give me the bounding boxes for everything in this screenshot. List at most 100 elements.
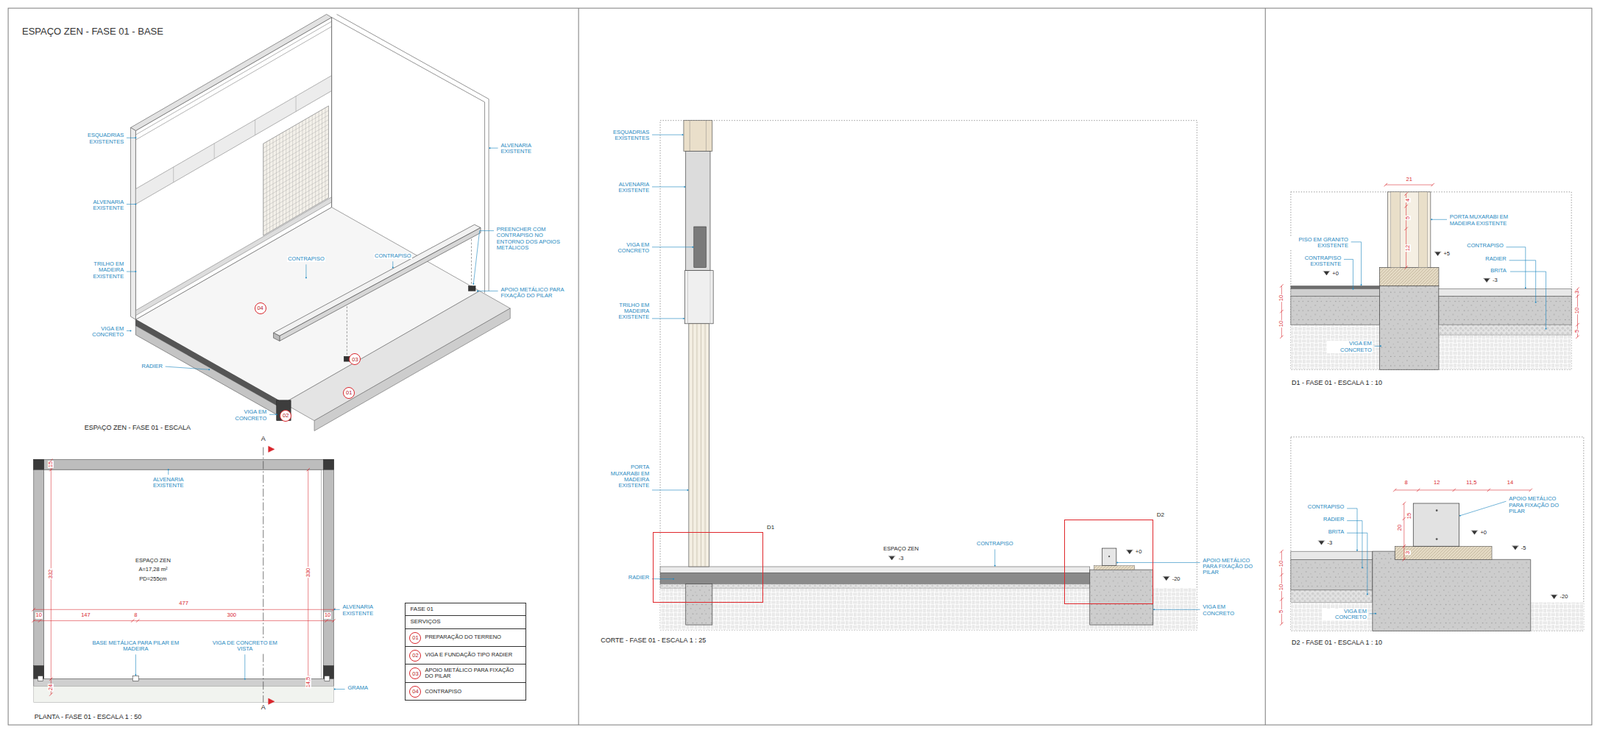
leader-line [392, 261, 394, 268]
section-arrow [268, 698, 275, 705]
leader-line [305, 264, 307, 278]
annotation-label: RADIER [140, 363, 163, 370]
ground-strip-face [314, 308, 511, 431]
annotation-label: VIGA DE CONCRETO EM VISTA [211, 640, 279, 653]
leader-dot [489, 147, 491, 149]
annotation-label: PISO EM GRANITO EXISTENTE [1285, 236, 1350, 250]
leader-line [652, 246, 693, 248]
callout-number: 03 [351, 356, 358, 363]
level-label: A=17,28 m² [137, 566, 168, 573]
bolt [1435, 537, 1439, 541]
leader-dot [305, 276, 307, 279]
dimension-tick [49, 468, 53, 472]
door-slat [700, 323, 702, 567]
dimension-tick [1279, 309, 1283, 313]
annotation-label: VIGA EM CONCRETO [78, 326, 125, 339]
gravel [660, 584, 1090, 589]
dimension-tick [324, 618, 328, 622]
leader-dot [134, 674, 137, 676]
gravel [1438, 324, 1572, 335]
radier-slab [1290, 559, 1373, 591]
level-mark-line [1511, 545, 1520, 547]
callout-number: 03 [412, 671, 419, 678]
dimension-tick [38, 618, 42, 622]
dimension-label: 10 [1574, 306, 1581, 315]
masonry-wall [685, 150, 711, 271]
annotation-label: PORTA MUXARABI EM MADEIRA EXISTENTE [1449, 214, 1514, 227]
leader-line [1369, 613, 1376, 614]
dimension-label: 5 [1278, 609, 1285, 614]
illustration [8, 8, 1592, 725]
level-mark-line [1434, 251, 1442, 253]
dimension-tick [1575, 323, 1579, 327]
leader-dot [167, 468, 170, 471]
lattice-line [263, 110, 329, 148]
sheet-frame [8, 8, 1592, 725]
leader-dot [682, 133, 684, 136]
dimension-tick [1402, 544, 1406, 548]
door-stile [1390, 192, 1400, 268]
annotation-label: VIGA EM CONCRETO [604, 242, 650, 255]
concrete-beam [1089, 569, 1154, 625]
dimension-tick [131, 618, 134, 622]
dimension-tick [1430, 183, 1434, 187]
level-mark-line [1482, 278, 1491, 279]
dimension-line [1394, 489, 1531, 491]
level-label: +0 [1479, 529, 1488, 536]
screed-infill [1394, 546, 1492, 560]
dimension-line [1385, 184, 1433, 186]
dimension-tick [331, 607, 335, 611]
dimension-tick [32, 618, 36, 622]
wall-plan [33, 459, 335, 470]
table-row: PREPARAÇÃO DO TERRENO01 [405, 628, 526, 647]
existing-screed [1290, 289, 1380, 297]
annotation-label: RADIER [627, 574, 650, 581]
base-plinth [1093, 565, 1135, 571]
leader-line [652, 578, 674, 580]
granite-floor [1290, 285, 1380, 289]
detail-tag: D1 [766, 524, 775, 531]
annotation-label: CONTRAPISO EXISTENTE [1296, 255, 1342, 268]
leader-dot [244, 678, 246, 681]
annotation-label: ALVENARIA EXISTENTE [341, 604, 388, 617]
annotation-label: VIGA EM CONCRETO [1201, 604, 1248, 617]
window-line [689, 120, 691, 152]
existing-slab [1290, 295, 1380, 325]
door-stile [1418, 192, 1428, 268]
leader-line [1117, 562, 1200, 564]
lattice-line [263, 161, 329, 199]
dimension-tick [32, 607, 36, 611]
leader-dot [687, 489, 689, 491]
dimension-label: 3 [1404, 549, 1411, 555]
screed [660, 566, 1090, 573]
detail-box: D2 [1064, 519, 1154, 605]
detail-frame [1290, 437, 1584, 632]
dimension-tick [306, 468, 310, 472]
concrete-beam-plan [33, 679, 335, 687]
dimension-tick [49, 677, 53, 681]
view-caption: CORTE - FASE 01 - ESCALA 1 : 25 [599, 637, 707, 645]
lattice-door [688, 323, 710, 567]
dimension-tick [1402, 501, 1406, 505]
annotation-label: CONTRAPISO [1466, 242, 1505, 249]
lattice-line [263, 147, 329, 185]
wood-rail [135, 197, 332, 316]
leader-dot [682, 317, 685, 320]
dimension-label: 330 [305, 567, 312, 579]
leader-dot [1545, 328, 1548, 330]
level-label: -20 [1559, 593, 1570, 600]
table-cell: PREPARAÇÃO DO TERRENO [424, 634, 523, 642]
leader-dot [392, 267, 394, 269]
concrete-beam [1372, 551, 1531, 631]
leader-dot [1356, 549, 1358, 552]
level-mark [1512, 546, 1518, 550]
dimension-label: 5 [1404, 214, 1411, 220]
leader-dot [1360, 284, 1363, 286]
level-mark-line [1323, 270, 1331, 272]
leader-dot [476, 289, 479, 292]
annotation-label: RADIER [1484, 256, 1507, 263]
door-slat [692, 323, 694, 567]
bolt [1108, 555, 1110, 558]
panel-divider [578, 8, 580, 725]
